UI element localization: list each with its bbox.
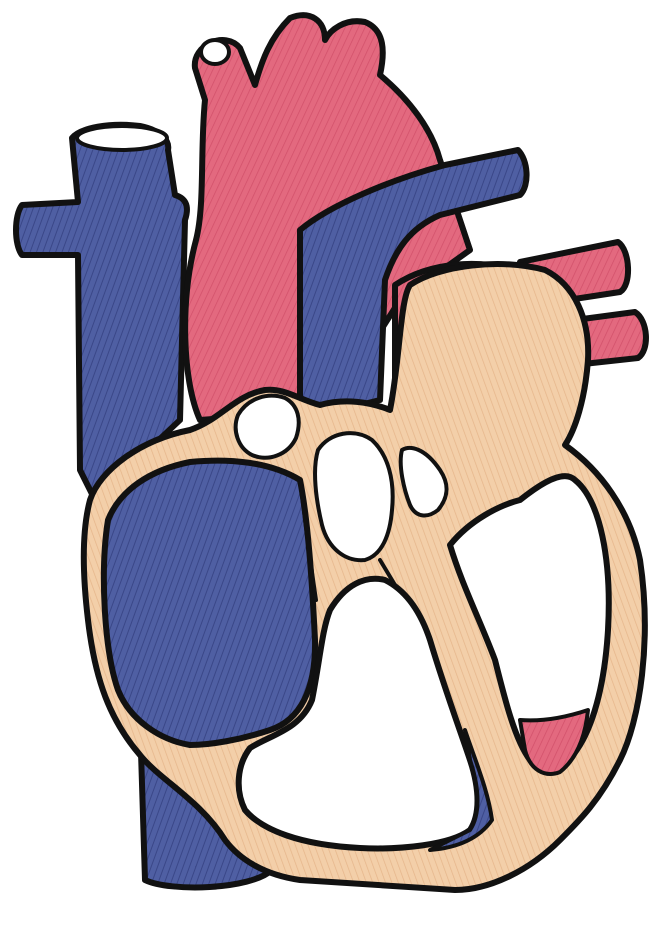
tricuspid-valve-opening (236, 396, 299, 458)
aorta-branch-opening (201, 40, 229, 64)
aortic-valve-opening (315, 433, 393, 560)
right-atrium (104, 461, 315, 745)
superior-vena-cava-opening (77, 126, 167, 150)
